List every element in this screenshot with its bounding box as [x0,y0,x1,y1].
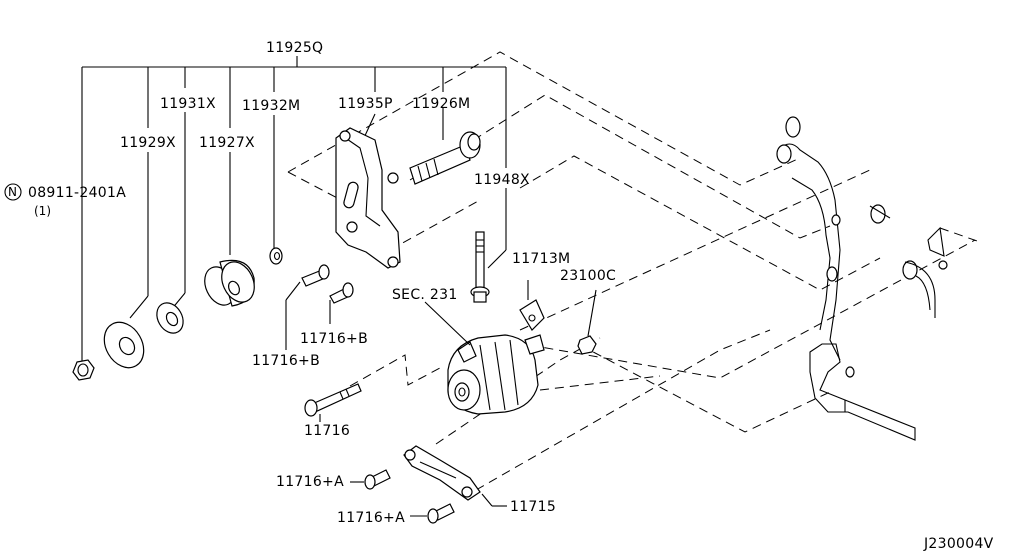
nut-qty-label: (1) [34,204,51,218]
bolt-11716b-upper-part [285,264,330,301]
bolt-11716a-upper-part [350,469,391,490]
spacer-11713m-part [519,280,545,331]
adjust-bar-11715-part [403,445,507,507]
engine-mount-bracket [776,116,948,441]
diagram-id-label: J230004V [923,536,994,552]
bolt-926-label: 11926M [412,96,470,112]
n-symbol-icon [4,183,22,201]
idler-bracket-part [335,127,401,269]
nut-23100c-part [577,289,597,355]
pulley-927-label: 11927X [199,135,255,151]
washer-11932m-part [269,247,283,265]
kit-leader-tree [81,56,507,365]
bolt-a-lower-label: 11716+A [337,510,405,526]
long-bolt-label: 11716 [304,423,350,439]
bolt-11948x-part [470,231,490,303]
bolt-948-label: 11948X [474,172,530,188]
section-label: SEC. 231 [392,287,458,303]
bracket-label: 11935P [338,96,393,112]
bolt-11716b-lower-part [329,282,354,324]
alternator-part [424,301,545,415]
nut-part [72,359,95,381]
bolt-11716-part [304,383,362,422]
nut-prefix-label: N [8,185,17,199]
bolt-b-lower-label: 11716+B [252,353,320,369]
bolt-11716a-lower-part [410,503,455,524]
pulley-11927x-part [204,259,255,307]
alternator-label: 23100C [560,268,616,284]
bolt-11926m-part [409,131,481,185]
bolt-a-upper-label: 11716+A [276,474,344,490]
washer-11931x-part [156,302,184,334]
washer-932-label: 11932M [242,98,300,114]
idler-931-label: 11931X [160,96,216,112]
nut-label: 08911-2401A [28,185,126,201]
spacer-713-label: 11713M [512,251,570,267]
pulley-11929x-part [103,321,145,369]
bolt-b-upper-label: 11716+B [300,331,368,347]
adjust-bar-label: 11715 [510,499,556,515]
pulley-929-label: 11929X [120,135,176,151]
kit-number-label: 11925Q [266,40,323,56]
